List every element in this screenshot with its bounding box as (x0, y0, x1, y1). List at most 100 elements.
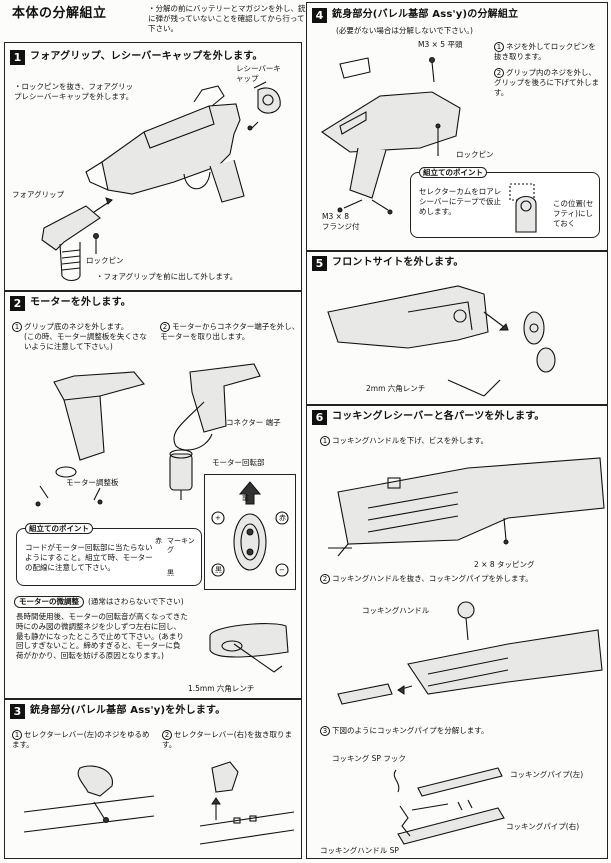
step-3-text: 下図のようにコッキングパイプを分解します。 (332, 726, 489, 735)
divider-2-3 (4, 698, 302, 700)
safety-position-note: この位置(セフティ)にしておく (553, 199, 594, 228)
step-2-text: モーターからコネクター端子を外し、モーターを取り出します。 (160, 322, 300, 341)
label-lock-pin-4: ロックピン (456, 150, 494, 159)
label-pipe-left: コッキングパイプ(左) (510, 770, 584, 779)
label-plus: + (215, 514, 221, 522)
step-number-circle: 2 (320, 574, 330, 584)
divider-4-5 (306, 250, 608, 252)
gun-body-illustration (41, 81, 281, 282)
section-6-title: コッキングレシーバーと各パーツを外します。 (332, 411, 545, 423)
label-cocking-handle: コッキングハンドル (362, 606, 430, 615)
label-m3x5: M3 × 5 平頭 (418, 40, 463, 49)
step-number-circle: 1 (320, 436, 330, 446)
fine-adjust-subtitle: (通常はさわらないで下さい) (88, 597, 184, 606)
label-wrench-2mm: 2mm 六角レンチ (366, 384, 426, 393)
wiring-diagram (204, 474, 296, 590)
selector-lever-illustration (23, 761, 295, 845)
label-red-circle: 赤 (279, 514, 286, 522)
assembly-point-box-2: 組立てのポイント コードがモーター回転部に当たらないようにすること。組立て時、モ… (16, 523, 202, 586)
label-red: 赤 (155, 537, 162, 545)
step-number-circle: 1 (494, 42, 504, 52)
label-foregrip: フォアグリップ (12, 190, 65, 199)
label-black: 黒 (167, 569, 174, 577)
label-connector: コネクター 端子 (226, 418, 281, 427)
section-5-number: 5 (312, 256, 327, 271)
step-2-text: グリップ内のネジを外し、グリップを後ろに下げて外します。 (494, 68, 599, 97)
section-4-header: 4 銃身部分(バレル基部 Ass'y)の分解組立 (312, 8, 518, 23)
assembly-point-text-2: コードがモーター回転部に当たらないようにすること。組立て時、モーターの配線に注意… (25, 543, 153, 572)
right-column-frame (306, 2, 608, 859)
fine-adjust-illustration (209, 623, 289, 673)
section-2-title: モーターを外します。 (30, 297, 131, 309)
main-title: 本体の分解組立 (12, 6, 107, 21)
step-number-circle: 2 (494, 68, 504, 78)
step-1-text: ネジを外してロックピンを抜き取ります。 (494, 42, 596, 61)
section-4-subtitle: (必要がない場合は分解しないで下さい。) (336, 26, 473, 35)
assembly-point-box-4: 組立てのポイント セレクターカムをロアレシーバーにテープで仮止めします。 この位… (410, 167, 600, 238)
section-6-number: 6 (312, 410, 327, 425)
assembly-point-title-2: 組立てのポイント (25, 523, 93, 535)
section-2-header: 2 モーターを外します。 (10, 296, 131, 311)
step-number-circle: 2 (160, 322, 170, 332)
step-1-subtext: (この時、モーター調整板を失くさないように注意して下さい。) (24, 332, 147, 351)
fine-adjust-title: モーターの微調整 (14, 596, 84, 608)
cocking-pipe-removal-illustration (337, 601, 603, 705)
selector-cam-illustration (509, 183, 537, 233)
step-1-text: セレクターレバー(左)のネジをゆるめます。 (12, 730, 150, 749)
divider-5-6 (306, 404, 608, 406)
assembly-point-text-4: セレクターカムをロアレシーバーにテープで仮止めします。 (419, 187, 502, 216)
label-motor-rotor: モーター回転部 (212, 458, 265, 467)
section-3-title: 銃身部分(バレル基部 Ass'y)を外します。 (30, 705, 226, 717)
step-1-text: グリップ底のネジを外します。 (24, 322, 129, 331)
wiring-diagram-drawing (211, 481, 289, 577)
intro-note: ・分解の前にバッテリーとマガジンを外し、銃に弾が残っていないことを確認してから行… (148, 4, 306, 33)
left-column-frame (4, 42, 302, 859)
step-number-circle: 3 (320, 726, 330, 736)
label-handle-spring: コッキングハンドル SP (320, 846, 399, 855)
section-1-note: ・ロックピンを抜き、フォアグリップレシーバーキャップを外します。 (14, 82, 134, 101)
label-marking: マーキング (167, 537, 195, 554)
section-1-title: フォアグリップ、レシーバーキャップを外します。 (30, 51, 263, 63)
divider-1-2 (4, 290, 302, 292)
label-top-direction: 前 (242, 494, 249, 502)
step-1-text: コッキングハンドルを下げ、ビスを外します。 (332, 436, 488, 445)
lower-receiver-illustration (321, 57, 461, 215)
section-4-title: 銃身部分(バレル基部 Ass'y)の分解組立 (332, 9, 519, 21)
label-black-circle: 黒 (215, 566, 222, 574)
section-1-header: 1 フォアグリップ、レシーバーキャップを外します。 (10, 50, 263, 65)
fine-adjust-text: 長時間使用後、モーターの回転音が高くなってきた時にのみ図の微調整ネジを少しずつ左… (16, 612, 188, 660)
label-receiver-cap: レシーバーキャップ (236, 64, 281, 83)
cocking-pipe-parts-illustration (393, 767, 505, 845)
grip-motor-illustration (35, 363, 261, 507)
label-flange: フランジ付 (322, 222, 360, 231)
section-4-number: 4 (312, 8, 327, 23)
section-3-number: 3 (10, 704, 25, 719)
step-2-text: セレクターレバー(右)を抜き取ります。 (162, 730, 293, 749)
section-1-bottom-note: ・フォアグリップを前に出して外します。 (96, 272, 238, 281)
front-sight-illustration (327, 285, 556, 397)
label-wrench-15: 1.5mm 六角レンチ (188, 684, 255, 693)
section-5-header: 5 フロントサイトを外します。 (312, 256, 464, 271)
label-minus: − (279, 566, 285, 574)
label-adjust-plate: モーター調整板 (66, 478, 119, 487)
section-3-header: 3 銃身部分(バレル基部 Ass'y)を外します。 (10, 704, 225, 719)
step-number-circle: 1 (12, 322, 22, 332)
label-sp-hook: コッキング SP フック (332, 754, 406, 763)
step-2-text: コッキングハンドルを抜き、コッキングパイプを外します。 (332, 574, 533, 583)
label-pipe-right: コッキングパイプ(右) (506, 822, 580, 831)
step-number-circle: 1 (12, 730, 22, 740)
label-lock-pin-1: ロックピン (86, 256, 124, 265)
section-5-title: フロントサイトを外します。 (332, 257, 464, 269)
section-6-header: 6 コッキングレシーバーと各パーツを外します。 (312, 410, 545, 425)
label-tapping-screw: 2 × 8 タッピング (474, 560, 535, 569)
section-2-number: 2 (10, 296, 25, 311)
